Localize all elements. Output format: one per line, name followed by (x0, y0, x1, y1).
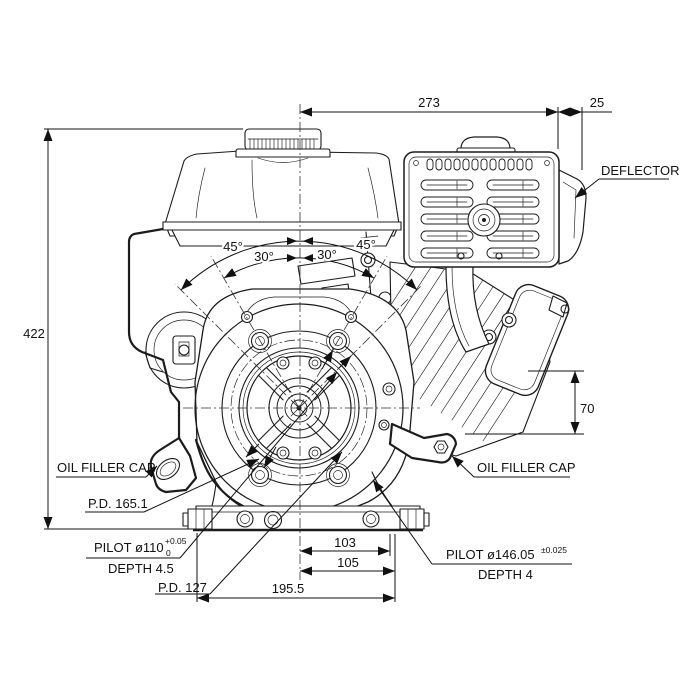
dim-105: 105 (337, 555, 359, 570)
angle-left-inner: 30° (254, 249, 274, 264)
spoke-direction-arrows (245, 349, 352, 469)
dim-25: 25 (590, 95, 604, 110)
cap-knurl (249, 138, 315, 150)
dim-103: 103 (334, 535, 356, 550)
mounting-base (182, 471, 430, 532)
dim-70: 70 (580, 401, 594, 416)
dim-273: 273 (418, 95, 440, 110)
muffler (403, 136, 560, 268)
pilot-110-label: PILOT ø110 (94, 540, 164, 555)
angle-left-outer: 45° (223, 239, 243, 254)
deflector-label: DEFLECTOR (601, 163, 680, 178)
fuel-valve (172, 335, 196, 365)
depth-4-5-label: DEPTH 4.5 (108, 561, 174, 576)
angle-right-outer: 45° (356, 237, 376, 252)
pilot-110-tol-upper: +0.05 (165, 536, 187, 546)
dim-195-5: 195.5 (272, 581, 305, 596)
pilot-146-label: PILOT ø146.05 (446, 547, 535, 562)
oil-filler-cap-right-label: OIL FILLER CAP (477, 460, 576, 475)
muffler-top-slots (426, 158, 533, 171)
deflector (558, 169, 587, 265)
oil-filler-cap-left-label: OIL FILLER CAP (57, 460, 156, 475)
fuel-tank (162, 150, 402, 247)
pilot-146-tol: ±0.025 (541, 545, 567, 555)
angle-annotations: 45° 30° 30° 45° (180, 235, 418, 291)
depth-4-label: DEPTH 4 (478, 567, 533, 582)
arc-30 (223, 257, 375, 279)
pd-165-label: P.D. 165.1 (88, 496, 148, 511)
oil-filler-left (149, 436, 198, 494)
pilot-110-tol-lower: 0 (166, 548, 171, 558)
dim-422: 422 (23, 326, 45, 341)
exhaust-pipe (445, 265, 490, 353)
angle-right-inner: 30° (317, 247, 337, 262)
arc-45 (180, 240, 418, 291)
muffler-emblem (467, 203, 501, 237)
fuel-filler-cap (235, 128, 331, 163)
oil-filler-right (388, 422, 458, 464)
flywheel-spokes (258, 367, 340, 449)
pd-127-label: P.D. 127 (158, 580, 207, 595)
dimension-annotations: 273 25 422 70 103 105 195.5 (23, 95, 612, 603)
inner-bolts (276, 356, 322, 460)
callout-labels: DEFLECTOR OIL FILLER CAP P.D. 165.1 PILO… (56, 163, 680, 595)
